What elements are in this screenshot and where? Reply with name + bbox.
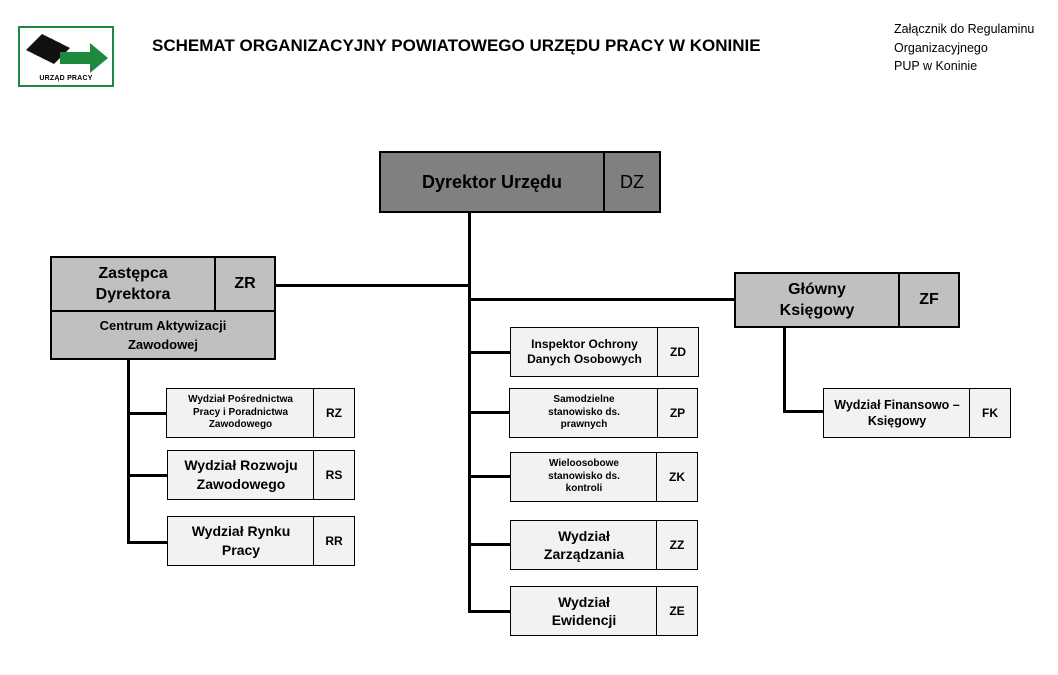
unit-code: RZ bbox=[326, 406, 342, 420]
unit-name: Wydział Finansowo – Księgowy bbox=[834, 398, 960, 428]
connector-line bbox=[468, 475, 511, 478]
connector-line bbox=[127, 359, 130, 544]
unit-code-box-zd: ZD bbox=[657, 327, 699, 377]
director-box: Dyrektor Urzędu bbox=[379, 151, 605, 213]
unit-name: Inspektor Ochrony Danych Osobowych bbox=[527, 337, 642, 366]
director-name: Dyrektor Urzędu bbox=[421, 171, 563, 192]
annex-note: Załącznik do Regulaminu Organizacyjnego … bbox=[894, 20, 1034, 76]
activation-center-name: Centrum Aktywizacji Zawodowej bbox=[99, 318, 227, 352]
unit-code: ZE bbox=[669, 604, 685, 618]
connector-line bbox=[783, 410, 824, 413]
page-title: SCHEMAT ORGANIZACYJNY POWIATOWEGO URZĘDU… bbox=[152, 36, 761, 55]
director-code-box: DZ bbox=[603, 151, 661, 213]
unit-name: Samodzielne stanowisko ds. prawnych bbox=[548, 394, 620, 431]
deputy-director-name: Zastępca Dyrektora bbox=[95, 265, 171, 303]
chief-accountant-code-box: ZF bbox=[898, 272, 960, 328]
unit-box-rr: Wydział Rynku Pracy bbox=[167, 516, 315, 566]
deputy-director-box: Zastępca Dyrektora bbox=[50, 256, 216, 312]
connector-line bbox=[127, 412, 168, 415]
unit-code-box-zp: ZP bbox=[657, 388, 698, 438]
unit-box-fk: Wydział Finansowo – Księgowy bbox=[823, 388, 971, 438]
connector-line bbox=[468, 610, 511, 613]
annex-line: PUP w Koninie bbox=[894, 59, 978, 73]
urzad-pracy-logo: URZĄD PRACY bbox=[18, 26, 114, 87]
unit-code: ZZ bbox=[669, 538, 685, 552]
connector-line bbox=[783, 327, 786, 413]
unit-code: ZD bbox=[670, 345, 686, 359]
connector-line bbox=[468, 411, 510, 414]
unit-code: RR bbox=[325, 534, 343, 548]
logo-text: URZĄD PRACY bbox=[39, 75, 93, 82]
activation-center-box: Centrum Aktywizacji Zawodowej bbox=[50, 310, 276, 360]
connector-line bbox=[127, 474, 168, 477]
unit-name: Wydział Rozwoju Zawodowego bbox=[184, 457, 298, 492]
connector-line bbox=[468, 543, 511, 546]
unit-name: Wydział Rynku Pracy bbox=[191, 523, 291, 558]
unit-code-box-fk: FK bbox=[969, 388, 1011, 438]
unit-code-box-rs: RS bbox=[313, 450, 355, 500]
deputy-director-code: ZR bbox=[234, 275, 256, 292]
unit-box-zz: Wydział Zarządzania bbox=[510, 520, 658, 570]
unit-code: ZK bbox=[669, 470, 685, 484]
unit-name: Wydział Ewidencji bbox=[551, 594, 617, 628]
logo-cards-arrow-icon bbox=[26, 34, 108, 73]
unit-code: RS bbox=[325, 468, 343, 482]
director-code: DZ bbox=[620, 171, 644, 192]
connector-line bbox=[468, 298, 736, 301]
unit-code: FK bbox=[982, 406, 998, 420]
unit-code-box-zk: ZK bbox=[656, 452, 698, 502]
connector-line bbox=[274, 284, 470, 287]
connector-line bbox=[127, 541, 168, 544]
unit-name: Wieloosobowe stanowisko ds. kontroli bbox=[548, 458, 620, 495]
unit-name: Wydział Zarządzania bbox=[543, 528, 625, 562]
unit-code-box-zz: ZZ bbox=[656, 520, 698, 570]
unit-name: Wydział Pośrednictwa Pracy i Poradnictwa… bbox=[188, 394, 293, 431]
annex-line: Organizacyjnego bbox=[894, 40, 988, 55]
unit-box-zp: Samodzielne stanowisko ds. prawnych bbox=[509, 388, 659, 438]
chief-accountant-name: Główny Księgowy bbox=[779, 281, 855, 319]
deputy-director-code-box: ZR bbox=[214, 256, 276, 312]
unit-box-rs: Wydział Rozwoju Zawodowego bbox=[167, 450, 315, 500]
unit-box-rz: Wydział Pośrednictwa Pracy i Poradnictwa… bbox=[166, 388, 315, 438]
unit-box-zk: Wieloosobowe stanowisko ds. kontroli bbox=[510, 452, 658, 502]
chief-accountant-box: Główny Księgowy bbox=[734, 272, 900, 328]
annex-line: Załącznik do Regulaminu bbox=[894, 22, 1035, 36]
unit-code-box-rr: RR bbox=[313, 516, 355, 566]
unit-box-zd: Inspektor Ochrony Danych Osobowych bbox=[510, 327, 659, 377]
unit-code-box-ze: ZE bbox=[656, 586, 698, 636]
chief-accountant-code: ZF bbox=[919, 291, 939, 308]
unit-code: ZP bbox=[669, 406, 686, 420]
unit-box-ze: Wydział Ewidencji bbox=[510, 586, 658, 636]
unit-code-box-rz: RZ bbox=[313, 388, 355, 438]
connector-line bbox=[468, 351, 511, 354]
